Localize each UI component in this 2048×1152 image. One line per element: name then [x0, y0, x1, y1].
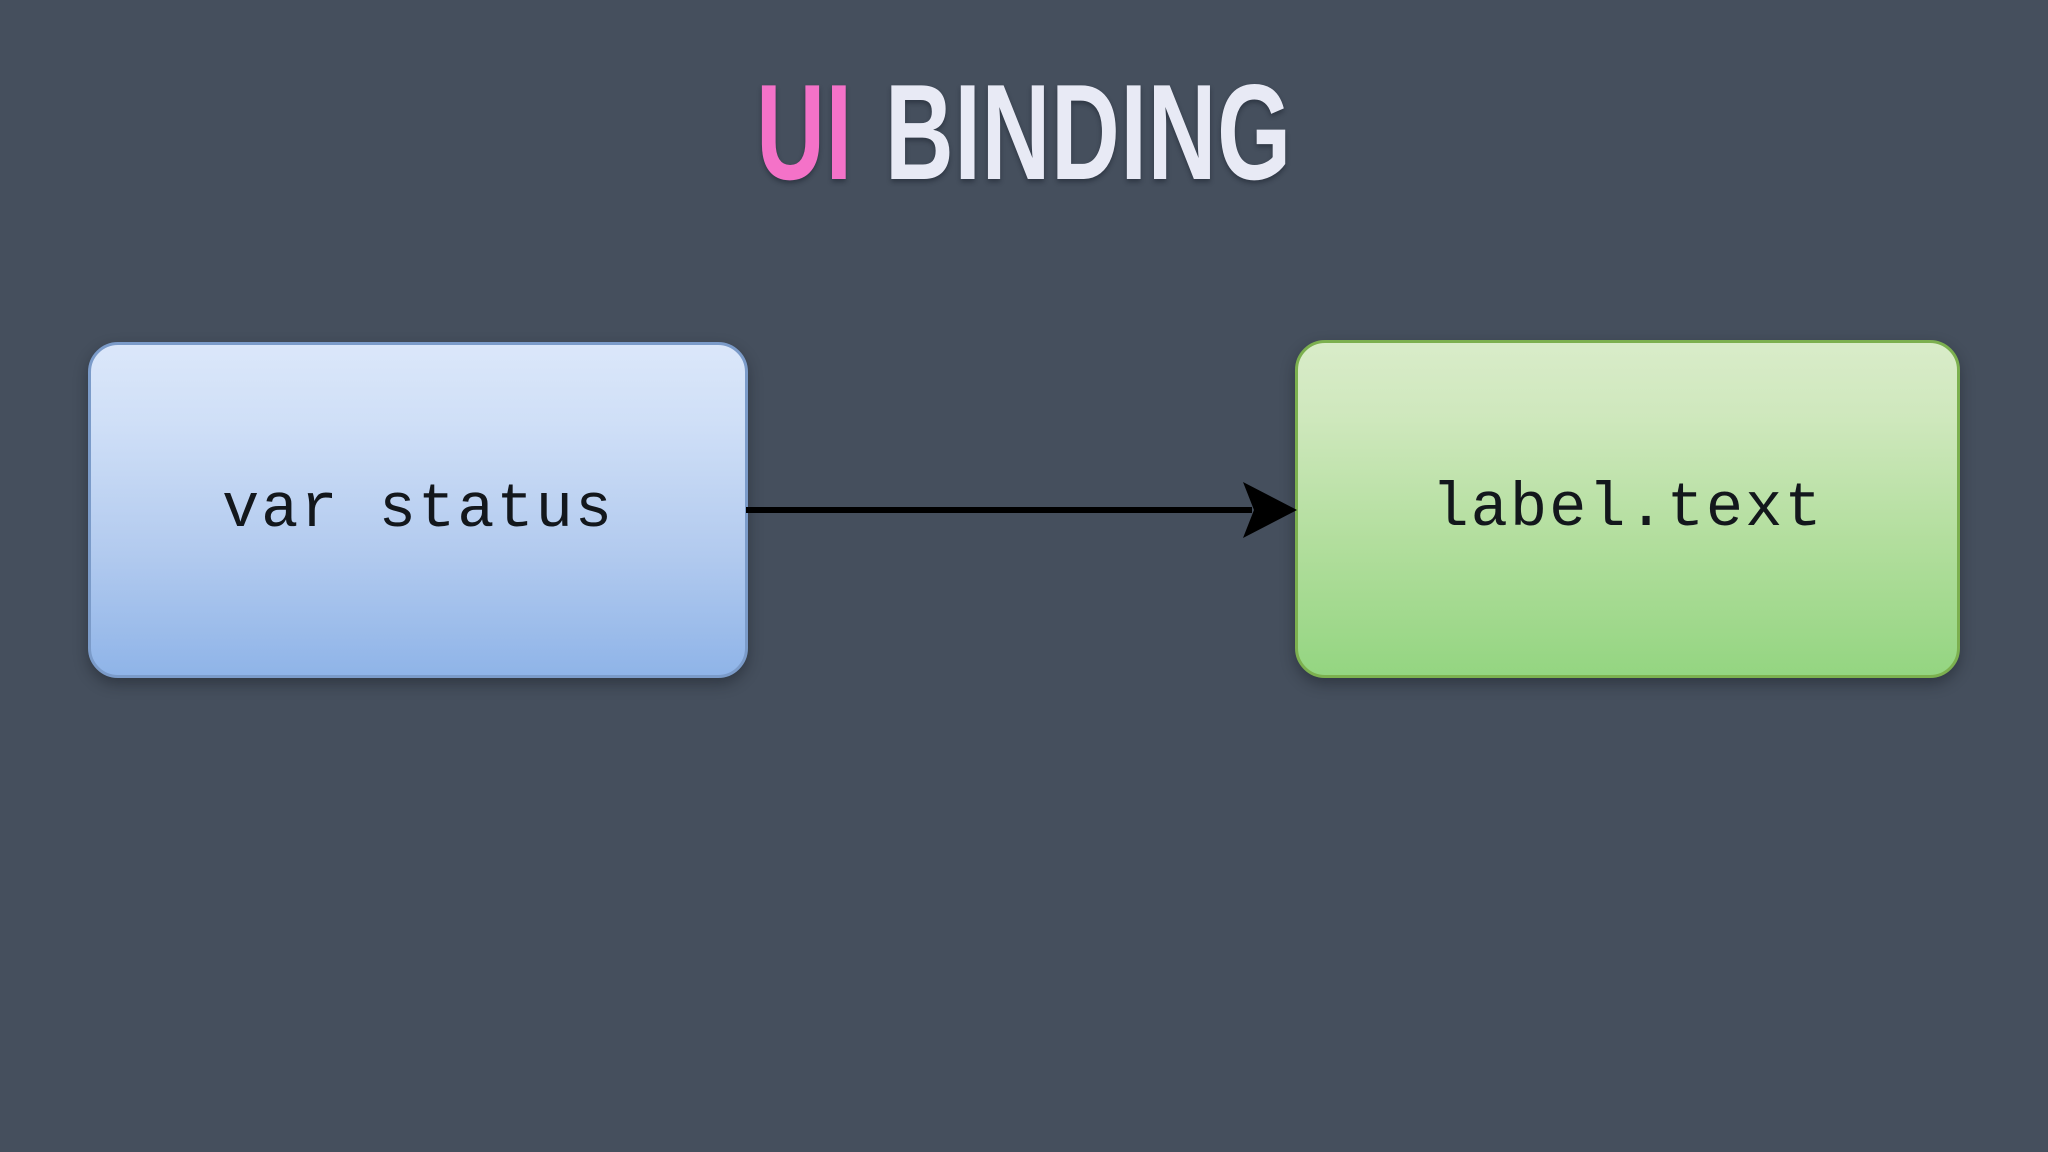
node-target-label: label.text [1431, 473, 1824, 544]
node-label-text[interactable]: label.text [1295, 340, 1960, 678]
arrowhead-icon [1243, 482, 1297, 538]
title-main-word: BINDING [884, 56, 1292, 208]
binding-arrow[interactable] [740, 460, 1310, 570]
node-source-label: var status [221, 474, 615, 545]
title-accent-word: UI [756, 56, 853, 208]
node-var-status[interactable]: var status [88, 342, 748, 678]
